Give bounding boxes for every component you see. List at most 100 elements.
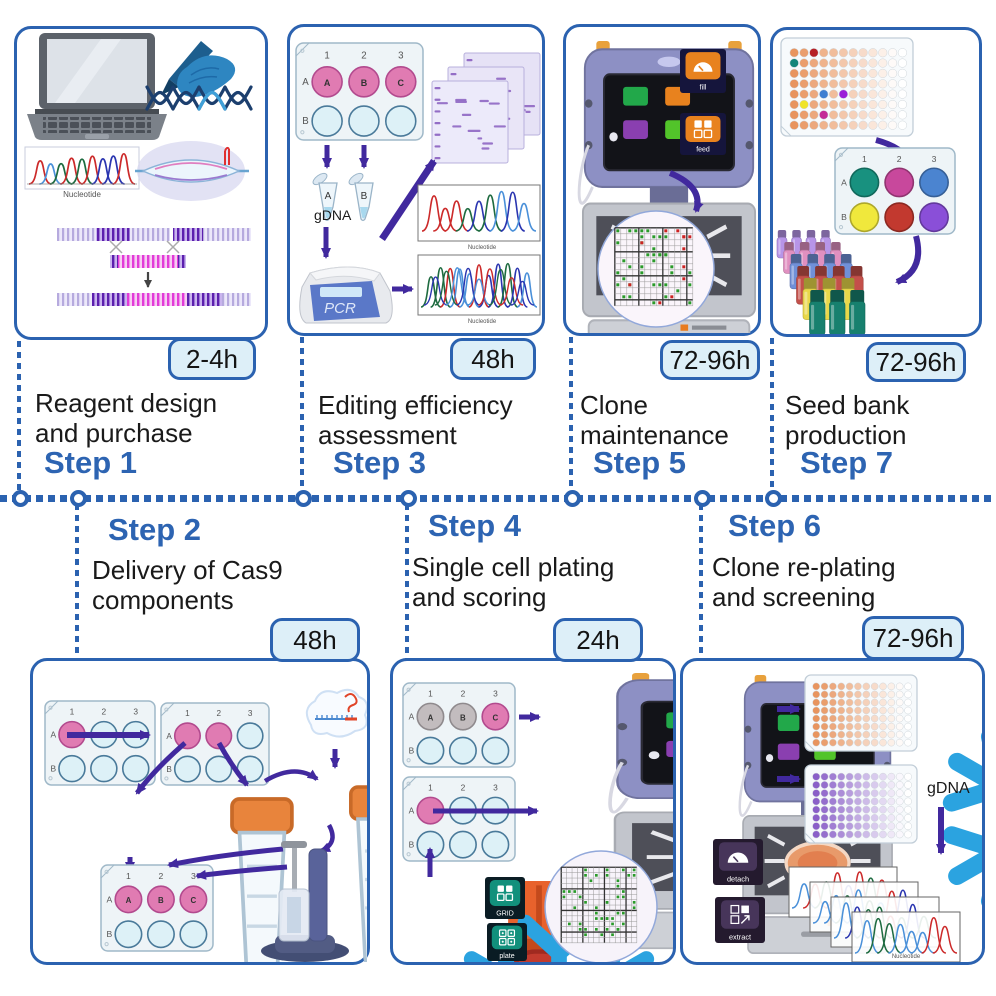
- 96-well-plate-frozen: [804, 674, 918, 752]
- chromatogram-step1: Nucleotide: [24, 146, 140, 199]
- svg-text:B: B: [302, 116, 308, 127]
- colony-grid-circle: [544, 850, 658, 962]
- svg-text:1: 1: [185, 709, 190, 718]
- timeline-node-7: [765, 490, 782, 507]
- nucleotide-label: Nucleotide: [468, 319, 497, 325]
- svg-text:1: 1: [428, 688, 433, 698]
- grid-icon: GRID: [485, 877, 525, 919]
- svg-text:C: C: [493, 713, 499, 722]
- step-2-label: Step 2: [108, 512, 202, 547]
- 96-well-plate: [780, 37, 914, 137]
- duration-text: 48h: [471, 343, 515, 374]
- step-6-illustration: gDNA detach extract Nucleotide: [713, 673, 982, 962]
- svg-text:B: B: [841, 212, 847, 222]
- arrow-curved: [319, 823, 335, 854]
- dna-helix-icon: [145, 85, 253, 111]
- svg-text:2: 2: [216, 709, 221, 718]
- snowflake-icon: [936, 703, 982, 935]
- step-5-title: Clone maintenance: [580, 390, 729, 451]
- duration-text: 72-96h: [872, 622, 954, 653]
- step-1-illustration: Nucleotide: [24, 33, 253, 306]
- step-3-duration-badge: 48h: [450, 338, 536, 380]
- gel-images: [431, 52, 541, 164]
- timeline: [0, 495, 996, 502]
- pcr-machine: PCR: [299, 266, 393, 324]
- electroporator: [261, 841, 349, 962]
- cryovial-racks: [776, 230, 866, 334]
- plasmid-bubble: [135, 141, 249, 201]
- svg-text:feed: feed: [696, 147, 710, 154]
- svg-text:B: B: [166, 765, 172, 774]
- arrow-curved: [167, 846, 284, 869]
- connector-step4: [405, 504, 409, 660]
- step-4-title: Single cell plating and scoring: [412, 552, 615, 613]
- svg-text:C: C: [191, 896, 197, 905]
- svg-text:2: 2: [897, 154, 902, 164]
- plate-icon: plate: [487, 923, 527, 961]
- svg-text:3: 3: [493, 688, 498, 698]
- svg-text:1: 1: [324, 51, 329, 62]
- step-5-label: Step 5: [593, 445, 687, 480]
- feed-icon: feed: [680, 113, 726, 155]
- svg-text:2: 2: [102, 706, 107, 716]
- svg-text:B: B: [460, 713, 466, 722]
- chromatogram-2: Nucleotide: [417, 254, 541, 325]
- connector-step7: [770, 338, 774, 491]
- svg-text:A: A: [324, 78, 331, 88]
- step-7-duration-badge: 72-96h: [866, 342, 966, 382]
- duration-text: 72-96h: [875, 346, 957, 377]
- connector-step6: [699, 504, 703, 660]
- svg-text:C: C: [398, 78, 405, 88]
- chromatogram-stack: Nucleotide: [788, 866, 961, 962]
- timeline-node-1: [12, 490, 29, 507]
- svg-text:A: A: [107, 894, 113, 904]
- svg-text:B: B: [158, 896, 164, 905]
- nucleotide-label: Nucleotide: [892, 954, 921, 960]
- step-7-title: Seed bank production: [785, 390, 910, 451]
- duration-text: 72-96h: [669, 344, 751, 375]
- svg-text:extract: extract: [729, 932, 751, 941]
- step-5-illustration: fill feed: [577, 39, 757, 333]
- step-1-title: Reagent design and purchase: [35, 388, 218, 449]
- step-1-panel: Nucleotide: [14, 26, 268, 340]
- svg-text:3: 3: [248, 709, 253, 718]
- arrow-curved: [263, 769, 319, 783]
- svg-text:A: A: [428, 713, 434, 722]
- connector-step3: [300, 337, 304, 491]
- step-5-duration-badge: 72-96h: [660, 340, 760, 380]
- duration-text: 48h: [293, 624, 337, 655]
- svg-text:detach: detach: [727, 874, 749, 883]
- tube-b-label: B: [361, 191, 368, 202]
- svg-text:3: 3: [133, 706, 138, 716]
- detach-icon: detach: [713, 839, 763, 885]
- rnp-cloud: [305, 688, 367, 738]
- svg-text:2: 2: [461, 782, 466, 792]
- step-5-panel: fill feed: [563, 24, 761, 336]
- svg-text:A: A: [126, 896, 132, 905]
- connector-step5: [569, 337, 573, 491]
- svg-text:B: B: [361, 78, 368, 88]
- step-6-label: Step 6: [728, 508, 822, 543]
- timeline-node-3: [295, 490, 312, 507]
- step-1-duration-badge: 2-4h: [168, 338, 256, 380]
- gdna-label: gDNA: [927, 780, 970, 797]
- step-1-label: Step 1: [44, 445, 138, 480]
- svg-text:3: 3: [191, 871, 196, 881]
- timeline-node-6: [694, 490, 711, 507]
- arrow-curved: [216, 741, 249, 787]
- svg-text:2: 2: [159, 871, 164, 881]
- laptop: [27, 33, 167, 140]
- svg-text:1: 1: [428, 782, 433, 792]
- extract-icon: extract: [715, 897, 765, 943]
- svg-text:B: B: [409, 840, 415, 850]
- step-6-duration-badge: 72-96h: [862, 616, 964, 660]
